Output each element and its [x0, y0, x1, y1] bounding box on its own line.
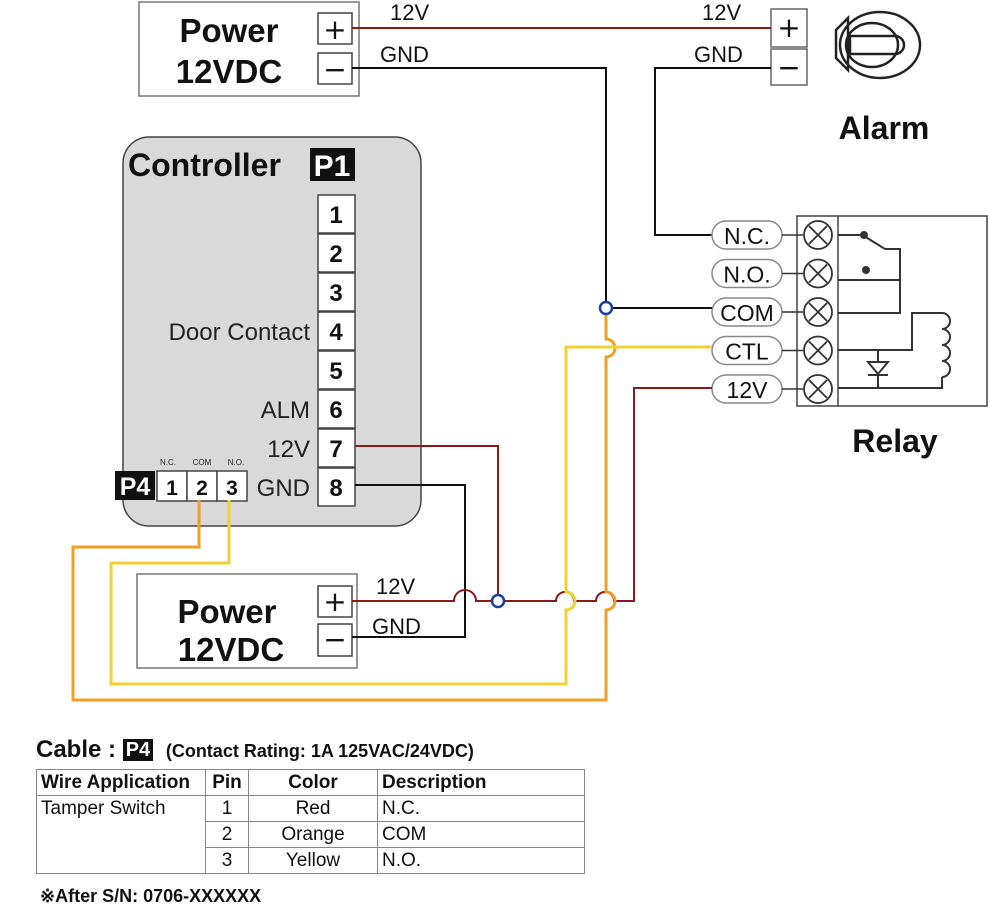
power-supply-top: Power 12VDC + −	[138, 1, 360, 97]
controller-pin-number: 4	[329, 319, 343, 346]
serial-number-note: ※After S/N: 0706-XXXXXX	[40, 886, 262, 906]
alarm-plus: +	[777, 11, 800, 44]
power-bottom-line2: 12VDC	[178, 631, 284, 668]
power-top-line2: 12VDC	[176, 53, 282, 90]
p4-pin-box	[216, 470, 248, 502]
controller-pin-label: 12V	[267, 436, 310, 463]
controller-pin-number: 8	[329, 475, 342, 502]
power-bottom-minus: −	[323, 623, 346, 656]
table-row: 3 Yellow N.O.	[37, 847, 585, 874]
wire-label-top-gnd: GND	[380, 42, 429, 67]
cell-description: COM	[377, 821, 585, 848]
cable-title-prefix: Cable :	[36, 736, 117, 763]
cable-title: Cable : P4 (Contact Rating: 1A 125VAC/24…	[36, 736, 474, 764]
alarm-minus: −	[777, 51, 800, 84]
controller-pin-number: 1	[329, 202, 342, 229]
cell-description: N.O.	[377, 847, 585, 874]
power-top-line1: Power	[179, 12, 278, 49]
controller-pin-box	[317, 233, 356, 273]
cell-description: N.C.	[377, 795, 585, 822]
cable-badge-p4: P4	[122, 739, 154, 761]
power-bottom-plus: +	[323, 585, 346, 618]
cell-pin: 2	[205, 821, 249, 848]
p4-pin-number: 2	[196, 477, 208, 500]
p4-pin-label: COM	[193, 458, 212, 467]
wires-bottom	[71, 307, 712, 702]
cell-color: Yellow	[248, 847, 378, 874]
wires-top	[352, 27, 771, 308]
cable-table: Wire Application Pin Color Description T…	[36, 769, 585, 874]
controller-pin-box	[317, 467, 356, 507]
power-supply-bottom: Power 12VDC + −	[136, 573, 358, 669]
header-description: Description	[377, 769, 585, 796]
wire-junctions	[490, 300, 614, 609]
siren-icon	[834, 10, 922, 80]
controller-pin-number: 5	[329, 358, 342, 385]
p4-pin-label: N.C.	[160, 458, 176, 467]
controller-pin-label: GND	[257, 475, 310, 502]
cell-application: Tamper Switch	[36, 795, 206, 874]
relay-terminal-label: CTL	[725, 339, 769, 365]
screw-cross-icon	[808, 379, 828, 399]
controller-pin-number: 6	[329, 397, 342, 424]
relay-terminal-label: COM	[720, 300, 774, 326]
screw-cross-icon	[808, 225, 828, 245]
wire-label-bottom-gnd: GND	[372, 614, 421, 639]
controller-pin-box	[317, 389, 356, 429]
p4-badge: P4	[120, 473, 151, 501]
relay-terminal-label: 12V	[727, 377, 769, 403]
cell-color: Orange	[248, 821, 378, 848]
power-top-minus: −	[323, 53, 346, 86]
cell-pin: 1	[205, 795, 249, 822]
screw-cross-icon	[808, 263, 828, 284]
p4-pin-number: 1	[166, 477, 178, 500]
wire-label-alarm-12v: 12V	[702, 0, 741, 25]
relay-label: Relay	[852, 423, 938, 459]
cell-pin: 3	[205, 847, 249, 874]
alarm-label: Alarm	[839, 110, 930, 146]
controller-pin-label: Door Contact	[169, 319, 311, 346]
p4-pin-box	[186, 470, 218, 502]
p4-pins: 1 N.C. 2 COM 3 N.O.	[156, 458, 248, 502]
controller-pin-label: ALM	[261, 397, 310, 424]
power-bottom-line1: Power	[177, 593, 276, 630]
relay: N.C. N.O. COM CTL 12V Relay	[711, 215, 988, 459]
wire-label-bottom-12v: 12V	[376, 574, 415, 599]
relay-terminal-label: N.C.	[724, 223, 770, 249]
alarm-device: + − Alarm	[770, 8, 930, 146]
controller-pin-box	[317, 311, 356, 351]
header-pin: Pin	[205, 769, 249, 796]
controller-badge-p1: P1	[314, 150, 351, 183]
relay-terminals: N.C. N.O. COM CTL 12V	[711, 220, 833, 404]
p4-pin-label: N.O.	[228, 458, 244, 467]
relay-terminal-label: N.O.	[723, 262, 770, 288]
wire-label-top-12v: 12V	[390, 0, 429, 25]
cell-color: Red	[248, 795, 378, 822]
screw-cross-icon	[808, 340, 828, 361]
table-row: Tamper Switch 1 Red N.C.	[36, 795, 585, 874]
controller-pin-number: 7	[329, 436, 342, 463]
wire-label-alarm-gnd: GND	[694, 42, 743, 67]
cable-table-header: Wire Application Pin Color Description	[36, 769, 585, 796]
controller-pin-number: 2	[329, 241, 342, 268]
controller-pin-box	[317, 194, 356, 234]
controller-title: Controller	[128, 147, 281, 183]
cable-rating: (Contact Rating: 1A 125VAC/24VDC)	[165, 741, 474, 761]
screw-cross-icon	[808, 302, 828, 322]
header-wire-application: Wire Application	[36, 769, 206, 796]
power-top-plus: +	[323, 13, 346, 46]
p4-pin-number: 3	[226, 477, 238, 500]
relay-internal	[838, 231, 951, 389]
controller-pin-box	[317, 272, 356, 312]
controller-pin-box	[317, 428, 356, 468]
header-color: Color	[248, 769, 378, 796]
table-row: 2 Orange COM	[37, 821, 585, 848]
controller-pin-box	[317, 350, 356, 390]
controller-pin-number: 3	[329, 280, 342, 307]
